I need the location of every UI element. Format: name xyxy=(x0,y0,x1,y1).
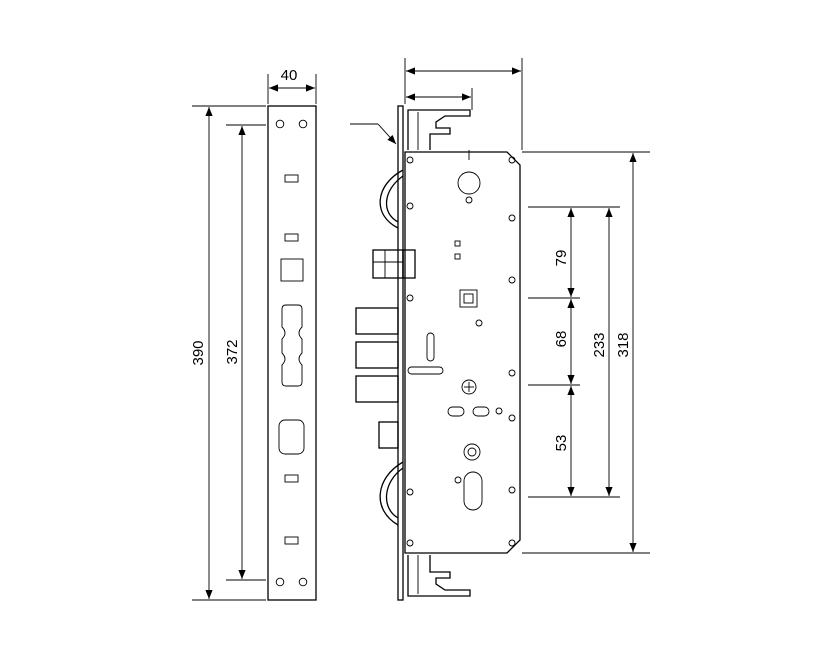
indicator-square xyxy=(454,240,461,247)
bolt xyxy=(355,307,399,335)
lock-body-side-view xyxy=(355,105,521,601)
mounting-hole xyxy=(298,577,308,587)
screw xyxy=(406,202,414,210)
slot xyxy=(426,332,435,362)
dimension-spacing-middle: 68 xyxy=(528,299,580,386)
dimension-span-318: 318 xyxy=(522,151,650,554)
screw xyxy=(508,214,516,222)
screw xyxy=(508,539,516,547)
deadbolt-opening xyxy=(278,419,305,455)
dimension-hole-spacing: 372 xyxy=(224,124,266,581)
dimension-label: 68 xyxy=(553,331,570,348)
screw xyxy=(475,319,483,327)
spring-loop-bottom xyxy=(379,461,404,526)
dimension-faceplate-length: 390 xyxy=(190,105,266,601)
faceplate-front-view xyxy=(267,105,317,601)
dimension-spacing-upper: 79 xyxy=(528,206,620,299)
spring-loop-top xyxy=(379,169,404,229)
dimension-label: 318 xyxy=(615,332,632,357)
faceplate-slot xyxy=(284,233,299,242)
faceplate-outline xyxy=(267,105,317,601)
indicator-square xyxy=(454,253,461,260)
screw xyxy=(454,476,462,484)
lower-cylinder xyxy=(463,443,481,461)
dimension-spacing-lower: 53 xyxy=(528,386,620,498)
dimension-label: 53 xyxy=(553,435,570,452)
slot xyxy=(407,366,444,375)
spindle-hub xyxy=(459,289,478,308)
bolt xyxy=(355,375,399,403)
screw xyxy=(508,369,516,377)
latch-opening xyxy=(280,258,304,282)
dimension-label: 79 xyxy=(553,250,570,267)
dimension-label: 233 xyxy=(591,332,608,357)
bolt-opening xyxy=(281,304,303,387)
cylinder-slot xyxy=(463,471,483,511)
lock-case xyxy=(404,151,521,554)
screw xyxy=(508,414,516,422)
bolt xyxy=(355,341,399,369)
deadbolt xyxy=(378,421,399,449)
bottom-bracket xyxy=(407,555,471,597)
screw xyxy=(508,156,516,164)
dimension-top-overall xyxy=(404,58,523,150)
dimension-label: 390 xyxy=(190,340,207,365)
screw xyxy=(508,276,516,284)
dimension-span-233: 233 xyxy=(591,208,613,496)
screw xyxy=(406,488,414,496)
slot xyxy=(447,406,465,417)
slot xyxy=(472,406,490,417)
faceplate-slot xyxy=(284,174,299,183)
dimension-top-backset xyxy=(406,88,473,110)
dimension-label: 372 xyxy=(224,339,241,364)
latch-housing xyxy=(402,249,416,279)
screw xyxy=(406,294,414,302)
cylinder-hole xyxy=(457,171,481,195)
faceplate-slot xyxy=(284,536,299,545)
top-bracket xyxy=(407,109,471,150)
screw xyxy=(465,196,473,204)
cross-pin xyxy=(461,379,477,395)
dimension-label: 40 xyxy=(281,67,298,84)
leader-arrow xyxy=(350,123,397,145)
screw xyxy=(495,407,503,415)
faceplate-slot xyxy=(284,474,299,483)
mounting-hole xyxy=(275,119,285,129)
screw xyxy=(508,486,516,494)
screw xyxy=(406,156,414,164)
dimension-faceplate-width: 40 xyxy=(267,67,317,104)
screw xyxy=(406,539,414,547)
mounting-hole xyxy=(298,119,308,129)
mounting-hole xyxy=(275,577,285,587)
